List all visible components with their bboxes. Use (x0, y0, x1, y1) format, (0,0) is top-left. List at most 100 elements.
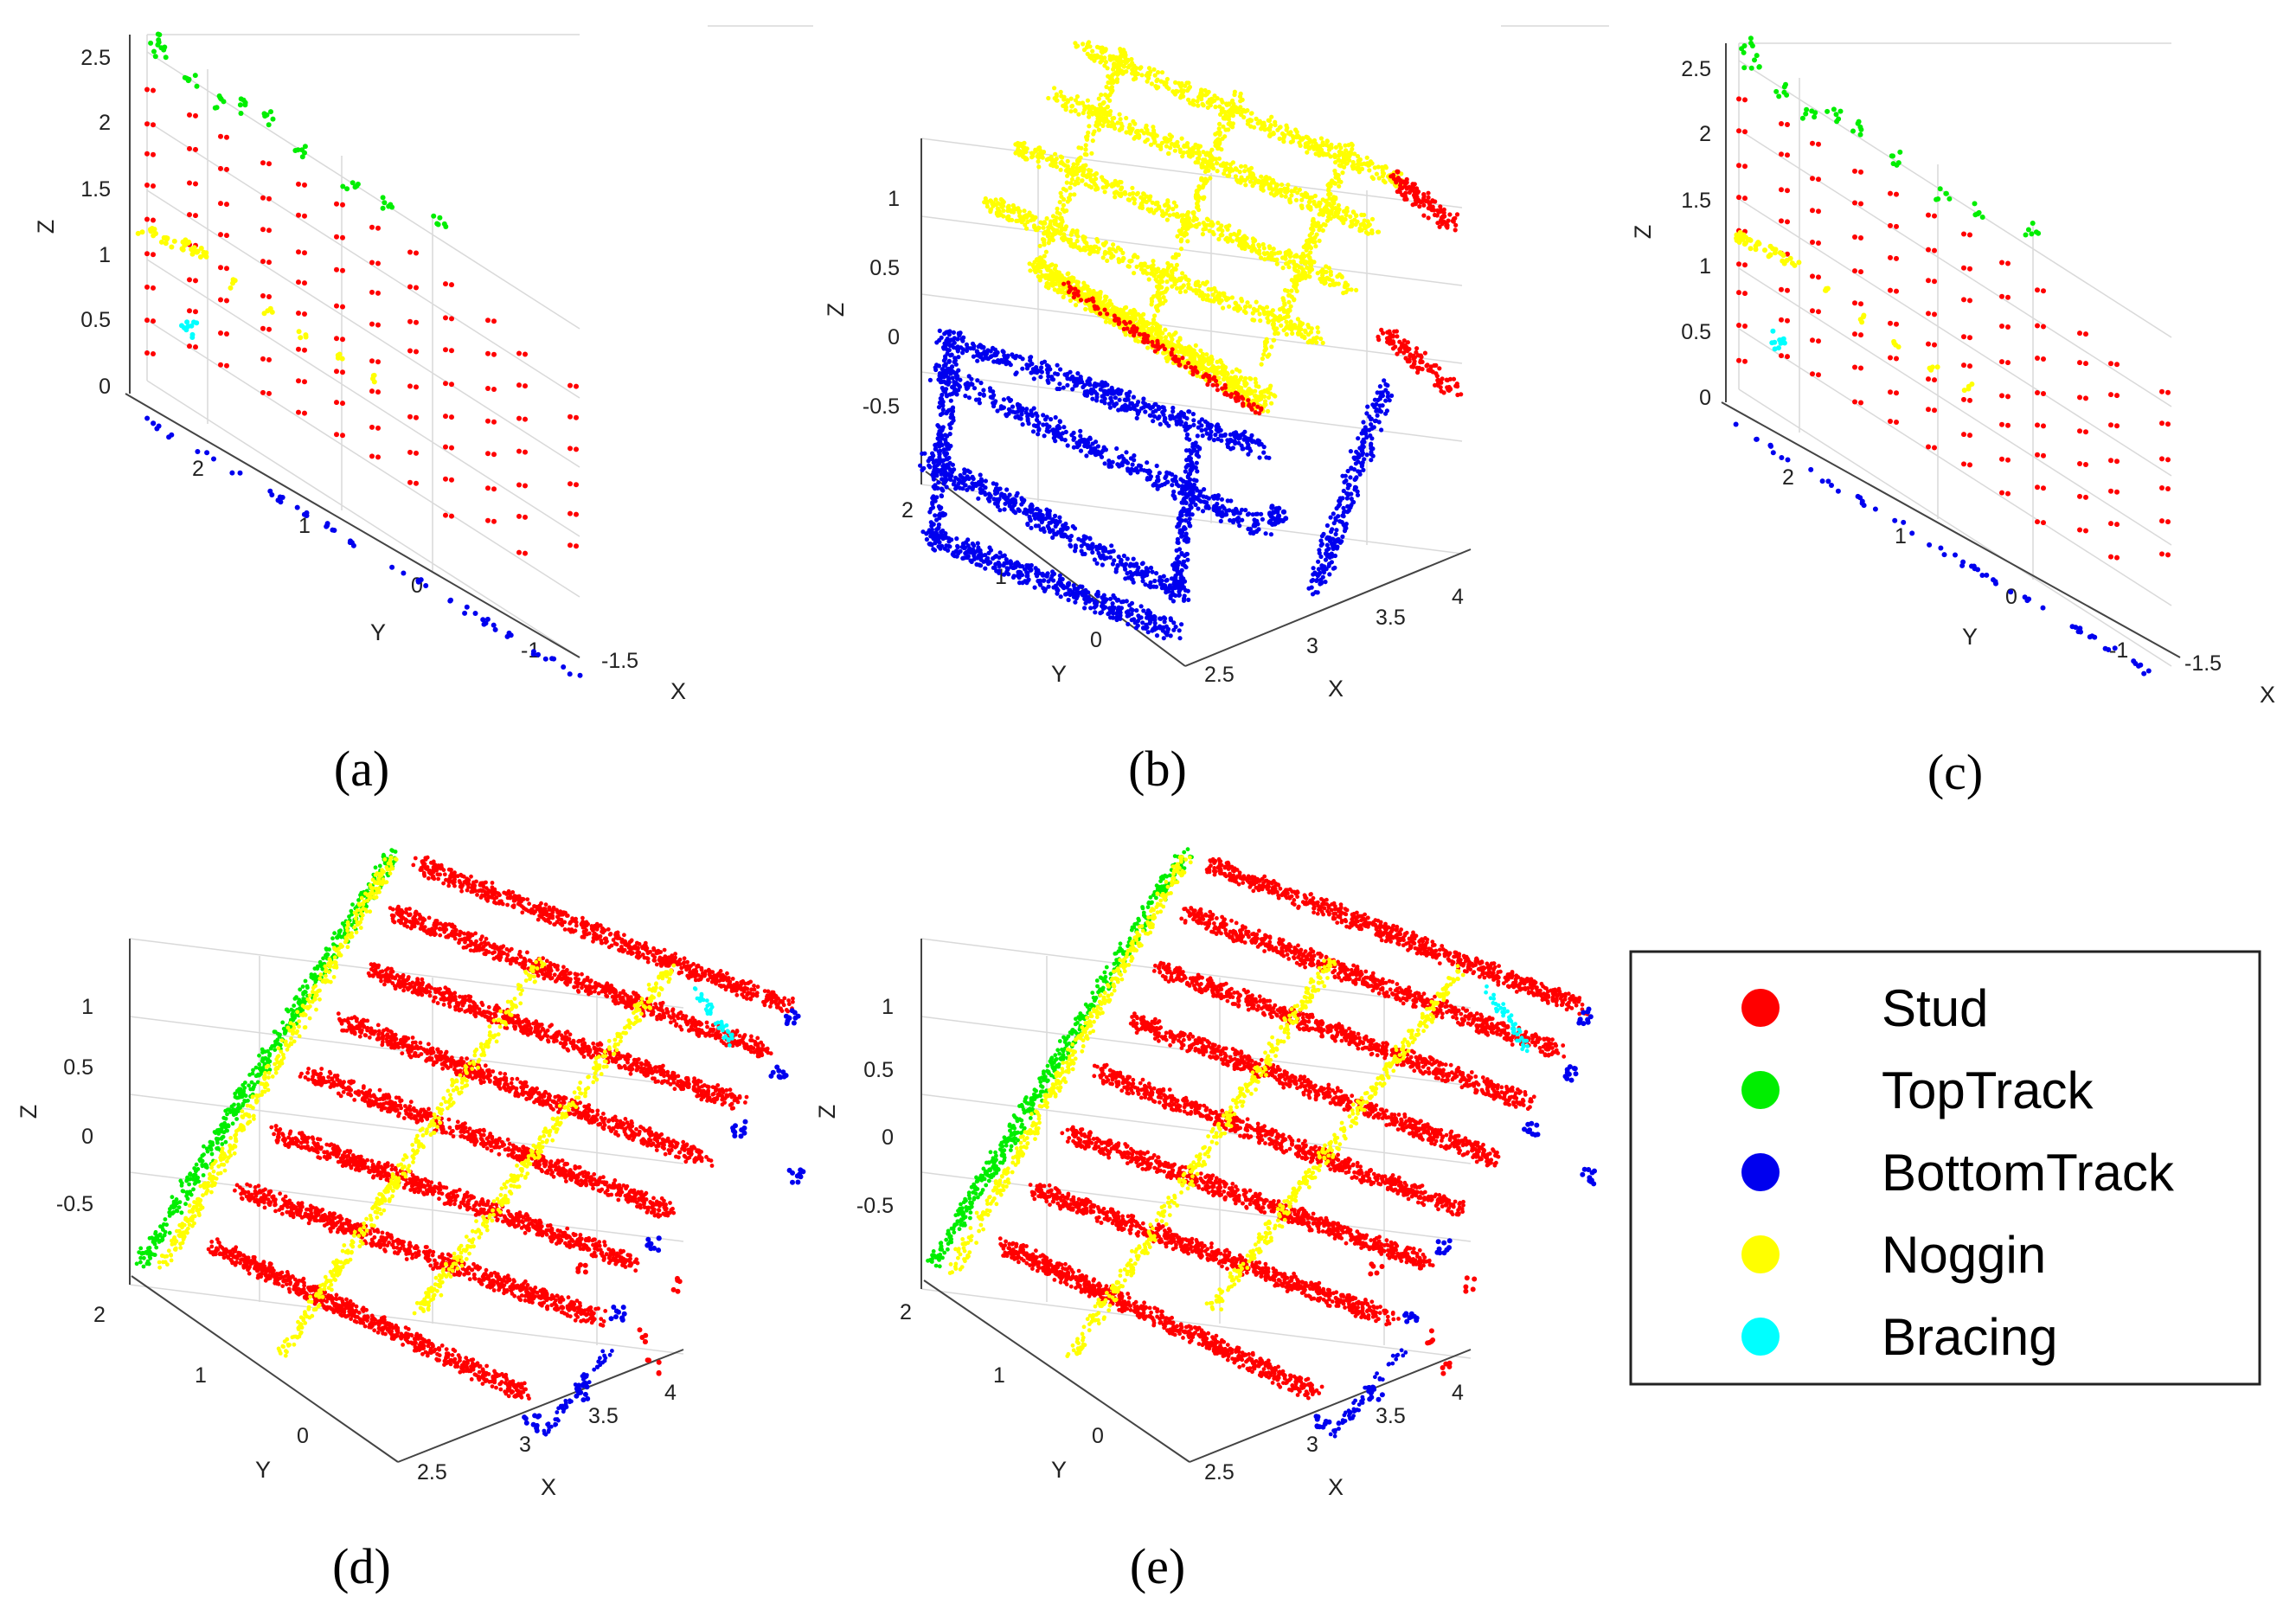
point-noggin (1311, 228, 1316, 233)
point-bottomtrack (1235, 519, 1241, 524)
point-noggin (1328, 183, 1333, 189)
point-bottomtrack (920, 451, 925, 457)
point-noggin (1222, 116, 1227, 121)
point-stud (1421, 196, 1427, 202)
point-stud (485, 350, 491, 356)
point-noggin (1337, 153, 1342, 158)
point-noggin (1113, 125, 1118, 131)
point-noggin (1088, 106, 1093, 112)
panel-a-grid (125, 34, 580, 658)
point-noggin (1303, 328, 1308, 333)
point-stud (449, 445, 454, 451)
point-noggin (1275, 127, 1280, 132)
point-noggin (1053, 160, 1058, 165)
point-noggin (171, 238, 177, 244)
point-stud (296, 249, 301, 255)
point-bottomtrack (1041, 413, 1046, 418)
point-noggin (1335, 274, 1340, 279)
point-bottomtrack (1119, 388, 1124, 394)
point-noggin (1201, 183, 1206, 189)
point-toptrack (380, 195, 386, 201)
point-noggin (1269, 250, 1274, 255)
point-noggin (1213, 105, 1218, 110)
point-noggin (1210, 292, 1215, 298)
point-noggin (1059, 215, 1064, 221)
point-bottomtrack (1072, 526, 1078, 531)
point-stud (1453, 383, 1459, 388)
point-bottomtrack (1123, 398, 1128, 403)
point-noggin (1363, 162, 1369, 167)
point-noggin (1068, 243, 1074, 248)
point-stud (407, 348, 413, 354)
point-bottomtrack (229, 470, 235, 476)
point-noggin (1100, 45, 1105, 50)
point-bottomtrack (195, 449, 201, 454)
point-noggin (1181, 93, 1186, 99)
point-noggin (1169, 334, 1174, 339)
point-stud (144, 87, 150, 93)
point-bottomtrack (1074, 379, 1079, 384)
point-bottomtrack (1125, 556, 1130, 561)
point-stud (1398, 346, 1403, 351)
point-bottomtrack (462, 610, 468, 616)
point-noggin (1220, 106, 1225, 112)
point-stud (523, 351, 528, 357)
point-noggin (1091, 247, 1096, 253)
point-stud (1453, 222, 1459, 228)
point-stud (485, 485, 491, 491)
point-bottomtrack (966, 374, 972, 379)
point-bottomtrack (1015, 409, 1021, 414)
point-bottomtrack (324, 523, 330, 529)
point-noggin (1154, 86, 1159, 91)
point-bottomtrack (1115, 462, 1120, 467)
point-stud (485, 451, 491, 457)
point-stud (574, 414, 579, 420)
point-bottomtrack (992, 353, 997, 358)
point-noggin (1044, 281, 1049, 286)
point-stud (407, 318, 413, 324)
point-stud (334, 266, 339, 273)
point-noggin (1065, 272, 1070, 277)
point-stud (334, 303, 339, 309)
point-bottomtrack (1125, 394, 1130, 399)
point-bottomtrack (1074, 445, 1080, 450)
point-bottomtrack (1121, 553, 1126, 559)
point-stud (296, 279, 301, 285)
point-noggin (1065, 237, 1070, 242)
point-noggin (1313, 244, 1318, 249)
point-noggin (1280, 266, 1286, 271)
point-stud (218, 362, 223, 368)
point-noggin (1052, 266, 1057, 272)
point-bottomtrack (1051, 427, 1056, 433)
point-bottomtrack (1191, 422, 1196, 427)
point-bottomtrack (965, 386, 970, 391)
point-noggin (1230, 98, 1235, 104)
point-noggin (1208, 103, 1213, 108)
point-noggin (1131, 190, 1136, 196)
point-noggin (1075, 245, 1081, 251)
point-noggin (1314, 203, 1319, 208)
point-noggin (1314, 340, 1319, 345)
point-bottomtrack (1218, 518, 1223, 524)
point-bottomtrack (1124, 450, 1129, 455)
point-bottomtrack (1029, 408, 1034, 414)
point-stud (449, 282, 454, 288)
panel-a-z-ticks: 2.5 2 1.5 1 0.5 0 (80, 46, 111, 399)
point-noggin (1324, 218, 1330, 223)
point-bottomtrack (1087, 381, 1092, 386)
point-stud (340, 304, 345, 310)
point-noggin (1254, 299, 1259, 305)
point-bottomtrack (1131, 556, 1136, 561)
point-noggin (1374, 171, 1379, 176)
point-toptrack (216, 93, 222, 99)
point-noggin (1344, 207, 1350, 212)
point-noggin (1110, 116, 1115, 121)
point-stud (414, 450, 419, 456)
point-stud (414, 480, 419, 486)
point-bottomtrack (1200, 509, 1206, 514)
point-bottomtrack (1171, 489, 1177, 495)
point-bottomtrack (1057, 434, 1062, 439)
point-noggin (1171, 212, 1177, 217)
point-noggin (1320, 340, 1325, 345)
point-noggin (1289, 193, 1294, 198)
